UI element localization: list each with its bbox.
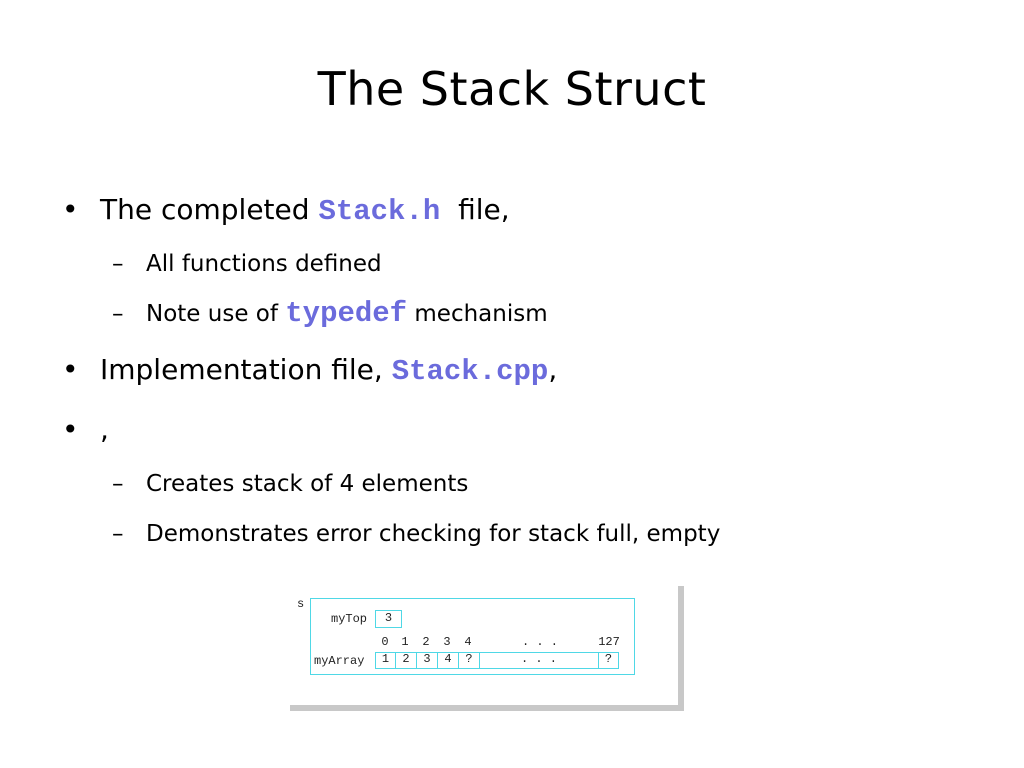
sub-item-creates-stack: –Creates stack of 4 elements: [62, 466, 982, 502]
index-label-last: 127: [598, 635, 620, 649]
sub-text: Creates stack of 4 elements: [146, 471, 469, 497]
struct-box: [310, 598, 635, 675]
dash-marker: –: [112, 521, 124, 547]
array-cell: 1: [375, 652, 396, 669]
bullet-text: Implementation file,: [100, 353, 392, 386]
bullet-item-comma: •,: [62, 408, 982, 452]
bullet-marker: •: [62, 193, 79, 226]
dash-marker: –: [112, 301, 124, 327]
array-cell-ellipsis: . . .: [479, 652, 599, 669]
index-label: 2: [422, 635, 430, 649]
bullet-list: •The completed Stack.h file, –All functi…: [62, 188, 982, 552]
dash-marker: –: [112, 471, 124, 497]
bullet-text: ,: [100, 413, 109, 446]
array-cell: 2: [395, 652, 417, 669]
array-cell-last: ?: [598, 652, 619, 669]
dash-marker: –: [112, 251, 124, 277]
my-top-cell: 3: [375, 610, 402, 628]
sub-text-tail: mechanism: [407, 301, 548, 327]
bullet-text: The completed: [100, 193, 319, 226]
bullet-text-tail: file,: [440, 193, 510, 226]
array-ellipsis: . . .: [520, 652, 557, 666]
bullet-text-tail: ,: [548, 353, 558, 386]
sub-text: Demonstrates error checking for stack fu…: [146, 521, 721, 547]
stack-diagram: s myTop 3 0 1 2 3 4 . . . 127 myArray 1 …: [284, 580, 678, 705]
sub-item-typedef: –Note use of typedef mechanism: [62, 296, 982, 332]
index-ellipsis: . . .: [521, 635, 558, 649]
sub-item-functions: –All functions defined: [62, 246, 982, 282]
index-label: 3: [443, 635, 451, 649]
index-label: 1: [401, 635, 409, 649]
code-term: Stack.h: [318, 195, 441, 228]
bullet-marker: •: [62, 353, 79, 386]
array-cell: 3: [416, 652, 438, 669]
index-label: 4: [464, 635, 472, 649]
my-array-label: myArray: [314, 654, 365, 668]
code-term: typedef: [285, 297, 408, 330]
bullet-item-stack-cpp: • Implementation file, Stack.cpp,: [62, 348, 982, 392]
bullet-item-stack-h: • The completed Stack.h file,: [62, 188, 982, 232]
slide-title: The Stack Struct: [317, 62, 707, 116]
array-cell: ?: [458, 652, 480, 669]
sub-item-error-checking: –Demonstrates error checking for stack f…: [62, 516, 982, 552]
struct-label: s: [297, 597, 305, 611]
index-label: 0: [381, 635, 389, 649]
sub-text: All functions defined: [146, 251, 382, 277]
bullet-marker: •: [62, 413, 79, 446]
code-term: Stack.cpp: [391, 355, 549, 388]
my-top-label: myTop: [331, 612, 368, 626]
array-cell: 4: [437, 652, 459, 669]
sub-text: Note use of: [146, 301, 286, 327]
